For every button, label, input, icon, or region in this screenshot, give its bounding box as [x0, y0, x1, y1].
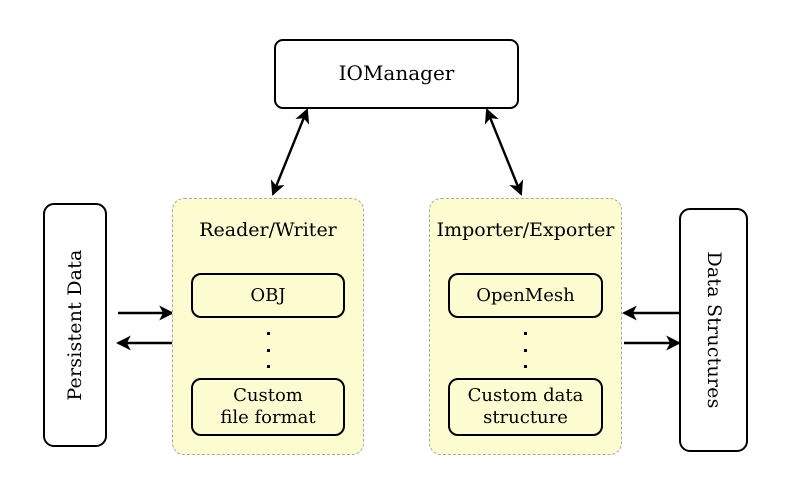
item-label: OBJ	[250, 284, 286, 306]
panel-importer-exporter[interactable]: Importer/Exporter OpenMesh Custom data s…	[429, 198, 622, 455]
item-label-line1: Custom data	[467, 385, 584, 407]
item-label: OpenMesh	[476, 284, 575, 306]
panel-importer-exporter-item-openmesh[interactable]: OpenMesh	[448, 273, 603, 318]
panel-reader-writer-title: Reader/Writer	[199, 219, 337, 241]
panel-reader-writer-item-custom-file-format[interactable]: Custom file format	[191, 378, 345, 436]
panel-importer-exporter-ellipsis-icon	[430, 332, 621, 368]
data-structures-label: Data Structures	[702, 251, 725, 409]
node-data-structures[interactable]: Data Structures	[679, 208, 748, 452]
item-label: Custom data structure	[468, 385, 584, 428]
node-io-manager[interactable]: IOManager	[274, 39, 519, 109]
panel-reader-writer-ellipsis-icon	[173, 332, 363, 368]
arrow-io-to-importer-exporter	[484, 108, 524, 196]
panel-reader-writer[interactable]: Reader/Writer OBJ Custom file format	[172, 198, 364, 455]
item-label-line2: structure	[483, 407, 568, 428]
arrow-io-to-reader-writer	[270, 108, 310, 196]
item-label-line2: file format	[220, 407, 316, 428]
panel-importer-exporter-item-custom-data-structure[interactable]: Custom data structure	[448, 378, 603, 436]
panel-reader-writer-item-obj[interactable]: OBJ	[191, 273, 345, 318]
panel-importer-exporter-title: Importer/Exporter	[436, 219, 615, 241]
item-label-line1: Custom	[233, 385, 303, 407]
node-persistent-data[interactable]: Persistent Data	[43, 203, 107, 447]
io-manager-label: IOManager	[338, 61, 455, 86]
persistent-data-label: Persistent Data	[64, 249, 86, 401]
item-label: Custom file format	[220, 385, 315, 428]
